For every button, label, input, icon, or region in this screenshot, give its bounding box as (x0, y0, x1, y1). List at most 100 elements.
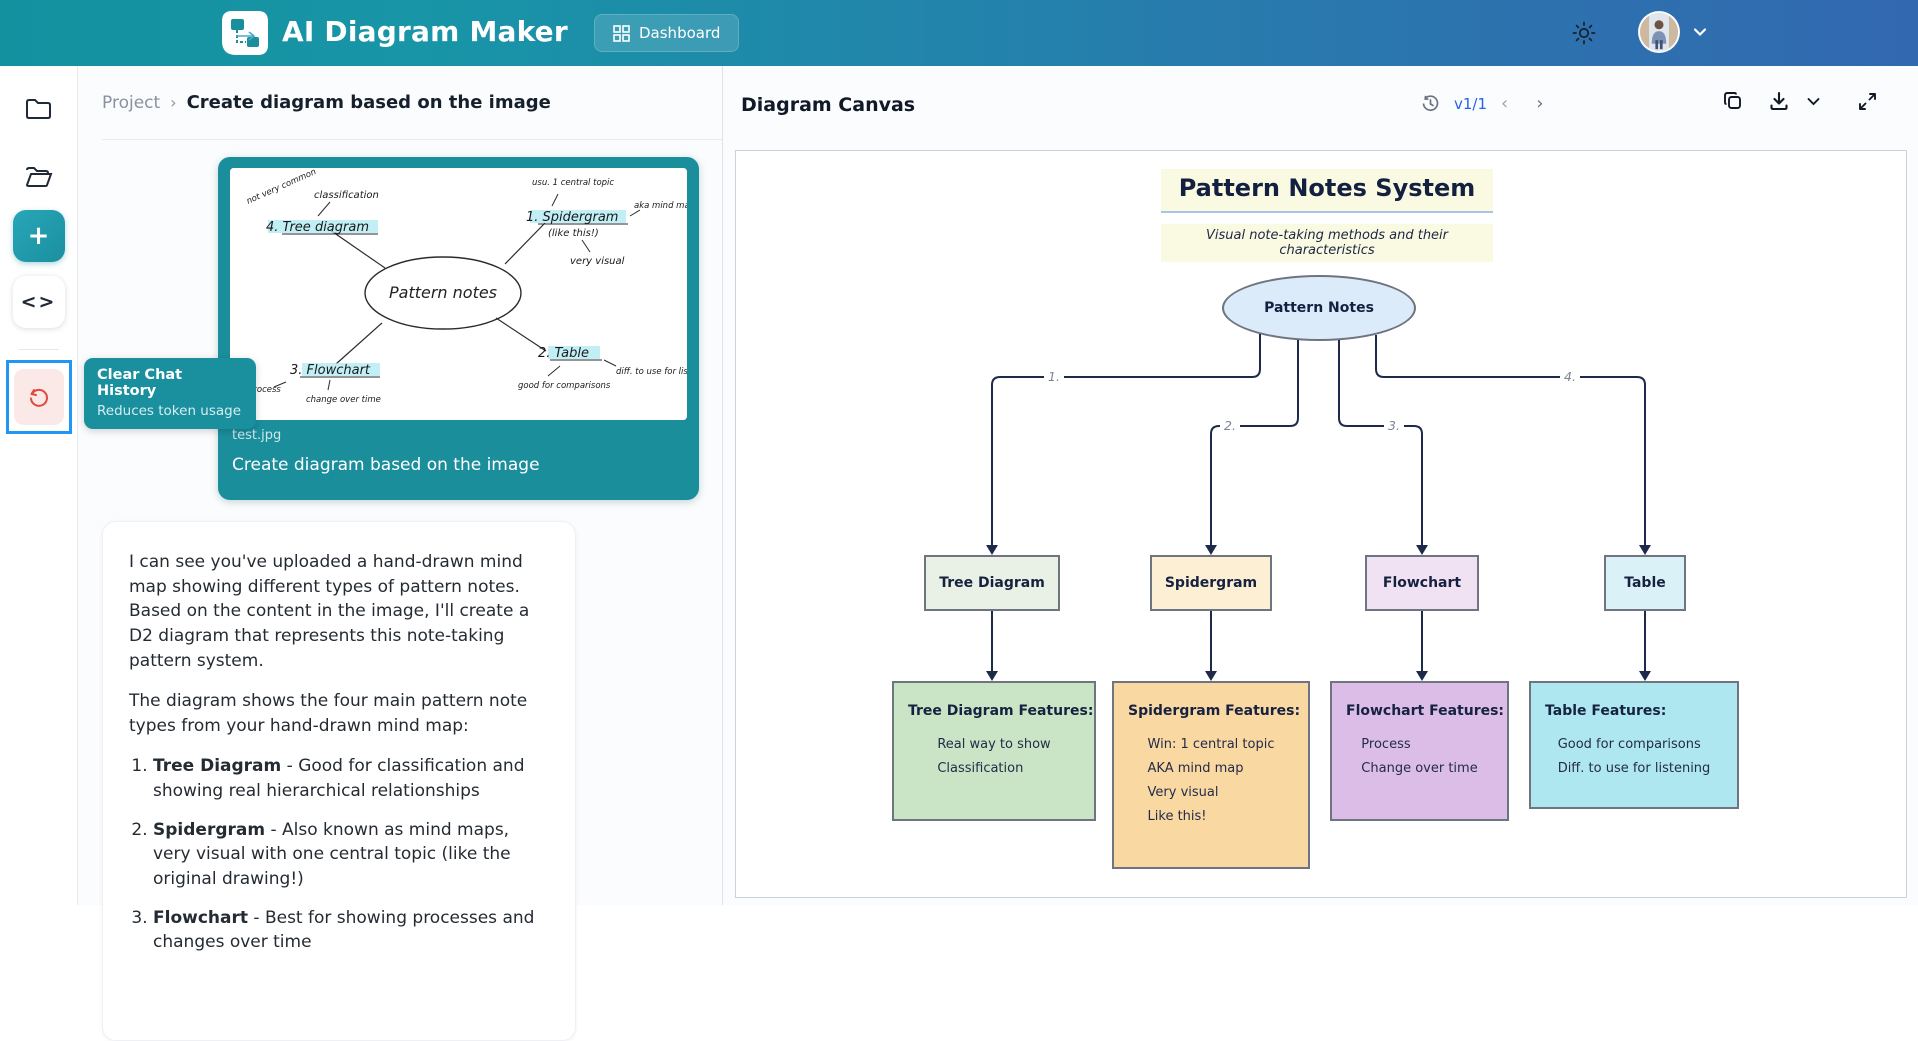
edge-label-3: 3. (1384, 418, 1404, 433)
previous-version-button[interactable]: ‹ (1501, 92, 1509, 114)
canvas-panel-title: Diagram Canvas (741, 94, 916, 116)
sketch-table-label: 2. Table (538, 346, 589, 361)
edge-label-2: 2. (1220, 418, 1240, 433)
list-item-term: Spidergram (153, 819, 266, 840)
hand-drawn-mindmap-image: Pattern notes 4. Tree diagram classifica… (230, 168, 687, 420)
node-table[interactable]: Table (1604, 555, 1686, 611)
node-flowchart-features[interactable]: Flowchart Features: Process Change over … (1330, 681, 1509, 821)
chat-header-divider (102, 139, 722, 140)
node-tree-features[interactable]: Tree Diagram Features: Real way to show … (892, 681, 1096, 821)
feature-item: Very visual (1147, 785, 1219, 800)
list-item: Tree Diagram - Good for classification a… (153, 754, 549, 803)
diagram-canvas[interactable]: Pattern Notes System Visual note-taking … (735, 150, 1907, 898)
breadcrumb-page-title: Create diagram based on the image (186, 92, 551, 113)
feature-item: Win: 1 central topic (1147, 737, 1275, 752)
edge-label-4: 4. (1560, 369, 1580, 384)
app-title: AI Diagram Maker (282, 15, 568, 48)
app-header: AI Diagram Maker Dashboard (0, 0, 1918, 66)
node-table-features[interactable]: Table Features: Good for comparisons Dif… (1529, 681, 1739, 809)
next-version-button[interactable]: › (1536, 92, 1544, 114)
sketch-spider-label: 1. Spidergram (526, 210, 618, 225)
feature-title: Spidergram Features: (1128, 703, 1301, 719)
sidebar-divider (19, 349, 59, 350)
diagram-logo-icon (222, 11, 268, 55)
feature-items: Win: 1 central topic AKA mind map Very v… (1148, 737, 1275, 833)
assistant-message-card: I can see you've uploaded a hand-drawn m… (102, 521, 576, 1041)
fullscreen-button[interactable] (1857, 91, 1878, 112)
dashboard-label: Dashboard (639, 24, 721, 42)
breadcrumb-separator: › (170, 93, 177, 112)
folder-open-icon (25, 167, 52, 187)
diagram-edges (986, 334, 1651, 681)
grid-icon (613, 24, 630, 42)
feature-items: Process Change over time (1361, 737, 1477, 785)
user-message-text: Create diagram based on the image (232, 455, 540, 475)
assistant-paragraph-1: I can see you've uploaded a hand-drawn m… (129, 552, 530, 671)
projects-button[interactable] (23, 94, 55, 124)
node-spidergram[interactable]: Spidergram (1150, 555, 1272, 611)
list-item-term: Flowchart (153, 907, 248, 928)
feature-item: Real way to show (937, 737, 1051, 752)
node-tree-diagram[interactable]: Tree Diagram (924, 555, 1060, 611)
sidebar: + <> (0, 66, 78, 905)
list-item-desc: - Also known as mind maps, very visual w… (153, 819, 511, 890)
canvas-actions (1722, 90, 1878, 112)
version-label: v1/1 (1454, 94, 1488, 113)
breadcrumb-project[interactable]: Project (102, 93, 161, 113)
feature-item: Diff. to use for listening (1557, 761, 1711, 776)
dashboard-button[interactable]: Dashboard (594, 14, 740, 52)
node-flowchart[interactable]: Flowchart (1365, 555, 1479, 611)
download-button[interactable] (1768, 90, 1790, 112)
avatar-photo (1640, 13, 1678, 51)
tooltip-title: Clear Chat History (97, 367, 183, 399)
copy-button[interactable] (1722, 90, 1744, 112)
new-diagram-button[interactable]: + (12, 210, 65, 262)
diagram-title: Pattern Notes System (1161, 169, 1493, 213)
feature-items: Good for comparisons Diff. to use for li… (1558, 737, 1711, 785)
plus-icon: + (27, 221, 50, 251)
sketch-spider-sub: (like this!) (548, 228, 599, 239)
feature-items: Real way to show Classification (937, 737, 1050, 785)
version-controls: v1/1 ‹ › (1421, 94, 1543, 113)
code-view-button[interactable]: <> (12, 276, 65, 328)
download-icon (1770, 91, 1788, 111)
feature-item: Change over time (1361, 761, 1478, 776)
node-pattern-notes[interactable]: Pattern Notes (1222, 275, 1416, 341)
user-avatar[interactable] (1638, 11, 1680, 53)
breadcrumb: Project › Create diagram based on the im… (102, 92, 551, 113)
uploaded-image[interactable]: Pattern notes 4. Tree diagram classifica… (230, 168, 687, 420)
folder-icon (26, 99, 51, 119)
clear-history-tooltip: Clear Chat History Reduces token usage (84, 358, 256, 429)
app-logo (222, 11, 268, 55)
undo-icon (30, 388, 48, 407)
clear-chat-history-button[interactable] (14, 369, 64, 425)
list-item-desc: - Good for classification and showing re… (153, 756, 525, 802)
sketch-spider-note2: aka mind map (634, 201, 687, 211)
tooltip-subtitle: Reduces token usage (97, 403, 242, 419)
sketch-flow-label: 3. Flowchart (290, 363, 371, 378)
list-item: Spidergram - Also known as mind maps, ve… (153, 818, 549, 892)
sketch-center-label: Pattern notes (389, 283, 497, 302)
feature-title: Flowchart Features: (1346, 703, 1505, 719)
diagram-title-block: Pattern Notes System Visual note-taking … (1161, 169, 1493, 262)
list-item-term: Tree Diagram (153, 756, 282, 777)
chevron-down-icon (1693, 28, 1707, 37)
sketch-tree-note2: classification (314, 190, 379, 201)
feature-title: Table Features: (1545, 703, 1667, 719)
sketch-table-note1: good for comparisons (518, 381, 611, 391)
theme-toggle-button[interactable] (1570, 19, 1598, 47)
feature-item: Good for comparisons (1557, 737, 1701, 752)
sketch-spider-note3: very visual (570, 256, 625, 267)
sketch-flow-note1: process (247, 385, 281, 395)
download-options-button[interactable] (1806, 94, 1821, 109)
user-menu-button[interactable] (1692, 24, 1708, 40)
edge-label-1: 1. (1044, 369, 1064, 384)
open-project-button[interactable] (23, 162, 55, 192)
node-spidergram-features[interactable]: Spidergram Features: Win: 1 central topi… (1112, 681, 1310, 869)
list-item: Flowchart - Best for showing processes a… (153, 906, 549, 955)
history-icon (1422, 95, 1439, 112)
feature-title: Tree Diagram Features: (908, 703, 1094, 719)
feature-item: Classification (937, 761, 1024, 776)
sun-icon (1572, 21, 1596, 45)
feature-item: Process (1361, 737, 1411, 752)
